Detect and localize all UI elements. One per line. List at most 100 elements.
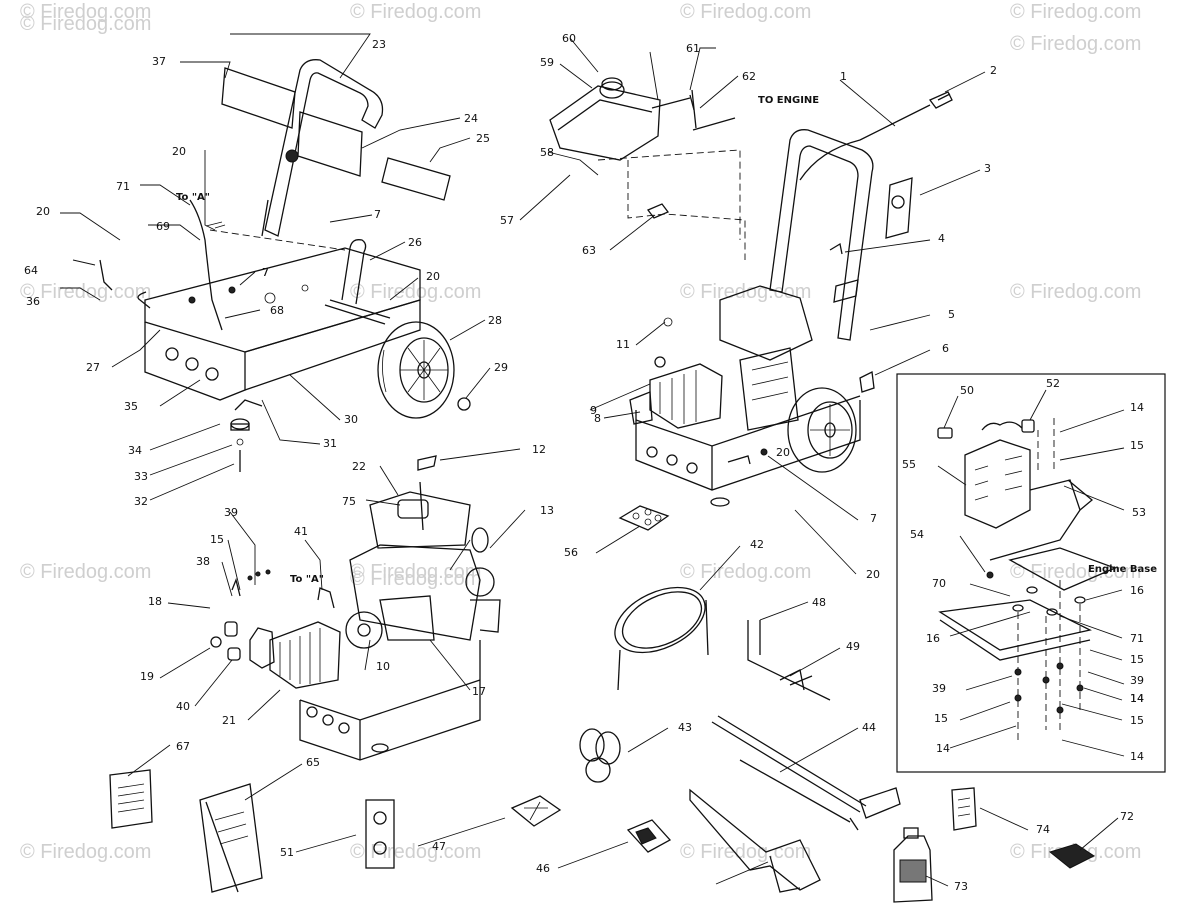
callout-number: 30 — [344, 413, 358, 426]
callout-number: 29 — [494, 361, 508, 374]
watermark-text: © Firedog.com — [350, 281, 481, 303]
callout-number: 51 — [280, 846, 294, 859]
callout-number: 46 — [536, 862, 550, 875]
watermark-text: © Firedog.com — [350, 841, 481, 863]
callout-number: 22 — [352, 460, 366, 473]
watermark-text: © Firedog.com — [680, 1, 811, 23]
callout-number: 73 — [954, 880, 968, 893]
callout-number: 14 — [1130, 401, 1144, 414]
watermark-text: © Firedog.com — [350, 561, 481, 583]
callout-number: 14 — [1130, 692, 1144, 705]
callout-number: 74 — [1036, 823, 1050, 836]
callout-number: 2 — [990, 64, 997, 77]
callout-number: 47 — [432, 840, 446, 853]
callout-number: 28 — [488, 314, 502, 327]
callout-number: 75 — [342, 495, 356, 508]
callout-number: 39 — [1130, 674, 1144, 687]
watermark-text: © Firedog.com — [680, 841, 811, 863]
callout-number: 35 — [124, 400, 138, 413]
callout-number: 42 — [750, 538, 764, 551]
watermark-text: © Firedog.com — [350, 568, 481, 590]
callout-number: 4 — [938, 232, 945, 245]
callout-number: 13 — [540, 504, 554, 517]
callout-number: 27 — [86, 361, 100, 374]
callout-number: 70 — [932, 577, 946, 590]
label-engine-base: Engine Base — [1088, 564, 1157, 575]
callout-number: 68 — [270, 304, 284, 317]
watermark-text: © Firedog.com — [20, 281, 151, 303]
callout-number: 1 — [840, 70, 847, 83]
callout-number: 48 — [812, 596, 826, 609]
watermark-layer: © Firedog.com© Firedog.com© Firedog.com©… — [20, 1, 1141, 863]
callout-number: 34 — [128, 444, 142, 457]
callout-number: 7 — [374, 208, 381, 221]
callout-number: 33 — [134, 470, 148, 483]
callout-number: 7 — [262, 266, 269, 279]
label-to-a-lower: To "A" — [290, 574, 324, 585]
callout-number: 58 — [540, 146, 554, 159]
engine-base-inset — [896, 373, 1166, 773]
callout-number: 32 — [134, 495, 148, 508]
callout-number: 55 — [902, 458, 916, 471]
callout-number: 11 — [616, 338, 630, 351]
callout-number: 71 — [1130, 632, 1144, 645]
assembled-unit-drawing — [549, 77, 953, 507]
callout-number: 10 — [376, 660, 390, 673]
callout-number: 39 — [224, 506, 238, 519]
watermark-text: © Firedog.com — [1010, 33, 1141, 55]
callout-number: 8 — [594, 412, 601, 425]
callout-number: 59 — [540, 56, 554, 69]
loose-parts-drawing — [109, 505, 1095, 903]
label-to-a-upper: To "A" — [176, 192, 210, 203]
watermark-text: © Firedog.com — [1010, 281, 1141, 303]
callout-number: 56 — [564, 546, 578, 559]
callout-number: 23 — [372, 38, 386, 51]
callout-number: 15 — [1130, 714, 1144, 727]
callout-number: 38 — [196, 555, 210, 568]
callout-number: 7 — [262, 266, 269, 279]
callout-number: 15 — [1130, 653, 1144, 666]
callout-number: 44 — [862, 721, 876, 734]
callout-number: 53 — [1132, 506, 1146, 519]
callout-number: 16 — [1130, 584, 1144, 597]
callout-number: 14 — [1130, 692, 1144, 705]
callout-number: 61 — [686, 42, 700, 55]
callout-number: 26 — [408, 236, 422, 249]
callout-number: 20 — [172, 145, 186, 158]
callout-number: 62 — [742, 70, 756, 83]
callout-number: 19 — [140, 670, 154, 683]
callout-number: 20 — [36, 205, 50, 218]
watermark-text: © Firedog.com — [20, 13, 151, 35]
callout-number: 31 — [323, 437, 337, 450]
callout-number: 64 — [24, 264, 38, 277]
callout-number: 15 — [1130, 439, 1144, 452]
callout-number: 20 — [776, 446, 790, 459]
callout-number: 39 — [932, 682, 946, 695]
callout-number: 14 — [1130, 750, 1144, 763]
callout-number: 15 — [934, 712, 948, 725]
callout-number: 9 — [590, 404, 597, 417]
callout-number: 60 — [562, 32, 576, 45]
watermark-text: © Firedog.com — [680, 281, 811, 303]
callout-number: 15 — [210, 533, 224, 546]
callout-number: 49 — [846, 640, 860, 653]
watermark-text: © Firedog.com — [350, 1, 481, 23]
watermark-text: © Firedog.com — [20, 1, 151, 23]
callout-number: 17 — [472, 685, 486, 698]
callout-number: 67 — [176, 740, 190, 753]
callout-number: 3 — [984, 162, 991, 175]
callout-number: 52 — [1046, 377, 1060, 390]
watermark-text: © Firedog.com — [20, 841, 151, 863]
frame-assembly-drawing — [99, 59, 471, 472]
callout-number: 69 — [156, 220, 170, 233]
callout-number: 50 — [960, 384, 974, 397]
watermark-text: © Firedog.com — [1010, 1, 1141, 23]
leader-lines — [60, 33, 1125, 887]
callout-number: 36 — [26, 295, 40, 308]
callout-number: 20 — [866, 568, 880, 581]
callout-number: 5 — [948, 308, 955, 321]
callout-number: 21 — [222, 714, 236, 727]
callout-number: 63 — [582, 244, 596, 257]
watermark-text: © Firedog.com — [1010, 561, 1141, 583]
